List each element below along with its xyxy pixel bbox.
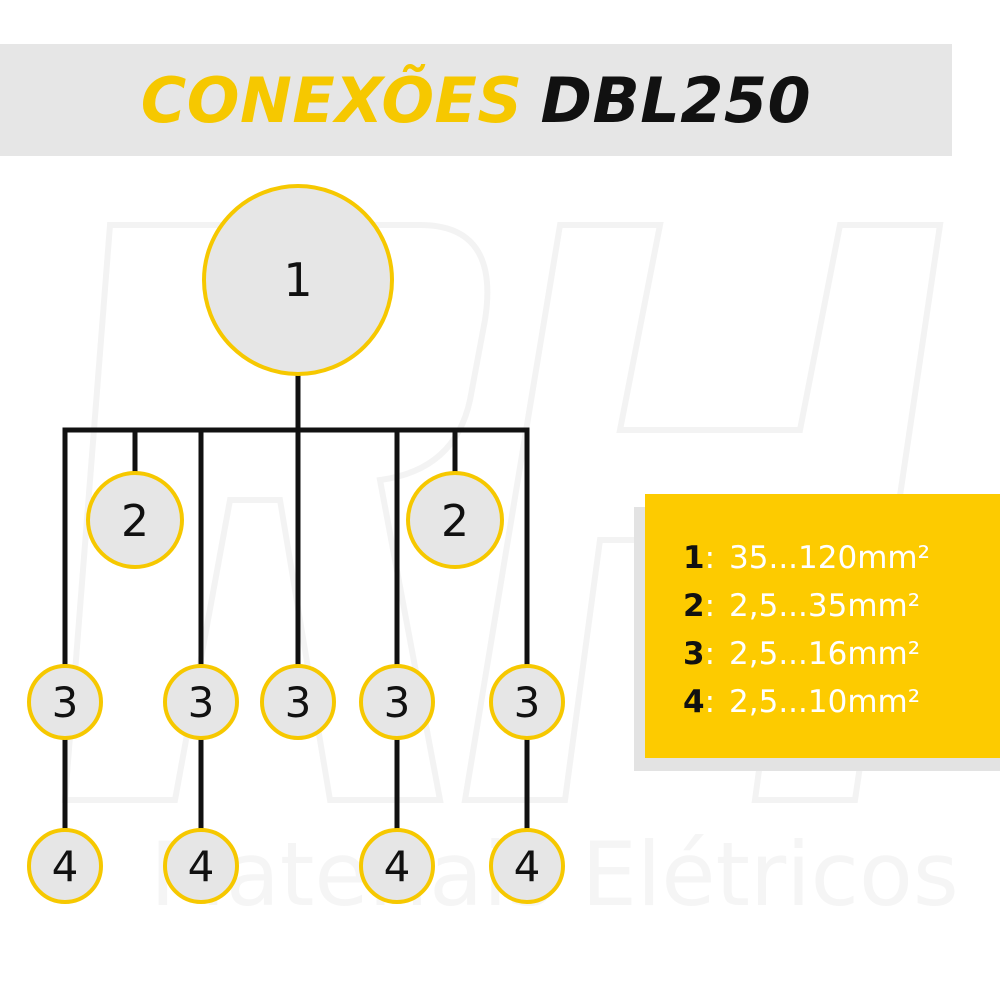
node-circle: [260, 664, 336, 740]
node-3: 3: [260, 664, 336, 740]
legend-box: 1:35...120mm² 2:2,5...35mm² 3:2,5...16mm…: [645, 494, 1000, 758]
legend-key: 2: [683, 588, 705, 624]
node-label: 4: [514, 842, 541, 891]
node-circle: [86, 471, 184, 569]
node-label: 3: [384, 678, 411, 727]
node-4: 4: [163, 828, 239, 904]
node-circle: [359, 828, 435, 904]
legend-row: 3:2,5...16mm²: [683, 634, 930, 682]
node-label: 3: [52, 678, 79, 727]
node-4: 4: [489, 828, 565, 904]
node-1: 1: [202, 184, 394, 376]
node-circle: [406, 471, 504, 569]
title-bar: CONEXÕES DBL250: [0, 44, 952, 156]
legend-value: 2,5...35mm²: [729, 588, 921, 624]
node-label: 4: [384, 842, 411, 891]
legend-colon: :: [704, 684, 716, 720]
legend-value: 2,5...10mm²: [729, 684, 921, 720]
legend-row: 1:35...120mm²: [683, 538, 930, 586]
page-title: CONEXÕES DBL250: [0, 44, 952, 156]
node-2: 2: [86, 471, 184, 569]
legend-colon: :: [704, 588, 716, 624]
node-circle: [489, 664, 565, 740]
node-label: 2: [441, 496, 469, 547]
node-circle: [202, 184, 394, 376]
node-3: 3: [359, 664, 435, 740]
node-3: 3: [27, 664, 103, 740]
node-label: 4: [188, 842, 215, 891]
legend-row: 2:2,5...35mm²: [683, 586, 930, 634]
node-4: 4: [27, 828, 103, 904]
node-3: 3: [489, 664, 565, 740]
legend-value: 2,5...16mm²: [729, 636, 921, 672]
legend-key: 3: [683, 636, 705, 672]
legend-row: 4:2,5...10mm²: [683, 682, 930, 730]
legend-value: 35...120mm²: [729, 540, 931, 576]
title-connections: CONEXÕES: [140, 63, 523, 137]
title-model: DBL250: [540, 63, 812, 137]
legend-list: 1:35...120mm² 2:2,5...35mm² 3:2,5...16mm…: [683, 538, 930, 730]
node-label: 3: [514, 678, 541, 727]
legend-colon: :: [704, 636, 716, 672]
legend-key: 1: [683, 540, 705, 576]
node-circle: [359, 664, 435, 740]
node-label: 4: [52, 842, 79, 891]
node-label: 2: [121, 496, 149, 547]
legend-key: 4: [683, 684, 705, 720]
legend-colon: :: [704, 540, 716, 576]
node-label: 3: [285, 678, 312, 727]
node-circle: [163, 664, 239, 740]
node-label: 1: [283, 253, 312, 307]
node-label: 3: [188, 678, 215, 727]
node-4: 4: [359, 828, 435, 904]
node-circle: [27, 664, 103, 740]
node-3: 3: [163, 664, 239, 740]
node-circle: [27, 828, 103, 904]
node-circle: [489, 828, 565, 904]
node-2: 2: [406, 471, 504, 569]
node-circle: [163, 828, 239, 904]
